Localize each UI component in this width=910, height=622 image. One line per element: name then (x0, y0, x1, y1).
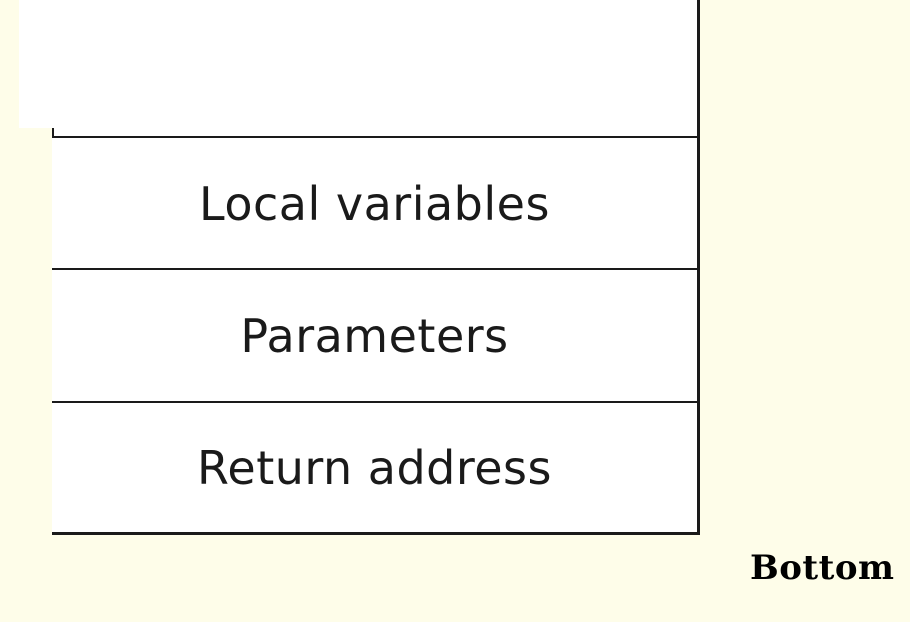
stack-cell-label: Return address (197, 440, 552, 495)
stack-cell-label: Parameters (240, 309, 509, 363)
stack-cell-return-address: Return address (52, 401, 697, 535)
stack-diagram: Local variables Parameters Return addres… (52, 0, 700, 535)
stack-cell-label: Local variables (199, 176, 550, 231)
bottom-label: Bottom (750, 548, 895, 588)
stack-cell-local-variables: Local variables (52, 136, 697, 269)
stack-cell-parameters: Parameters (52, 268, 697, 402)
stack-open-top (52, 0, 697, 137)
